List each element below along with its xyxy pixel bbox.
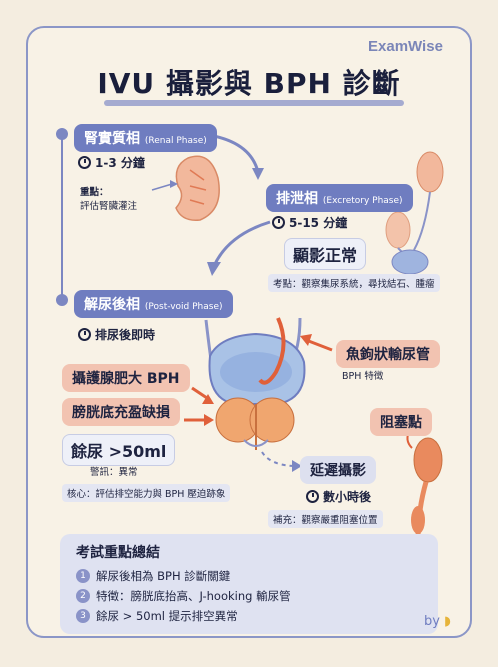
summary-item-3: 3 餘尿 > 50ml 提示排空異常 <box>76 608 238 624</box>
obstruction-point-label: 阻塞點 <box>370 408 432 436</box>
residual-alarm: 警訊：異常 <box>90 467 138 478</box>
bladder-defect-label: 膀胱底充盈缺損 <box>62 398 180 426</box>
renal-key-label: 重點： <box>80 187 109 198</box>
delayed-imaging-label: 延遲攝影 <box>300 456 376 484</box>
clock-icon <box>78 328 91 341</box>
renal-time-text: 1-3 分鐘 <box>95 156 145 170</box>
page-title: IVU 攝影與 BPH 診斷 <box>97 67 401 100</box>
renal-phase-label: 腎實質相 (Renal Phase) <box>74 124 217 152</box>
fishhook-note: BPH 特徵 <box>342 371 384 382</box>
renal-key-text: 評估腎臟灌注 <box>80 201 138 212</box>
signature-text: by <box>424 614 440 629</box>
obstructed-kidney-illustration <box>406 429 443 541</box>
summary-title: 考試重點總結 <box>76 545 160 561</box>
bladder-prostate-illustration <box>204 317 306 450</box>
renal-phase-title: 腎實質相 <box>84 131 140 147</box>
summary-panel: 考試重點總結 1 解尿後相為 BPH 診斷關鍵 2 特徵：膀胱底抬高、J-hoo… <box>60 534 438 634</box>
summary-item-text: 餘尿 > 50ml 提示排空異常 <box>96 609 238 623</box>
postvoid-time-text: 排尿後即時 <box>95 328 156 342</box>
excretory-phase-label: 排泄相 (Excretory Phase) <box>266 184 413 212</box>
renal-phase-en: (Renal Phase) <box>144 136 207 146</box>
postvoid-phase-label: 解尿後相 (Post-void Phase) <box>74 290 233 318</box>
fishhook-ureter-label: 魚鉤狀輸尿管 <box>336 340 440 368</box>
title-underline <box>104 100 404 106</box>
clock-icon <box>306 490 319 503</box>
postvoid-phase-en: (Post-void Phase) <box>144 302 223 312</box>
number-badge: 2 <box>76 589 90 603</box>
postvoid-time: 排尿後即時 <box>78 326 155 343</box>
residual-urine-label: 餘尿 >50ml <box>62 434 176 466</box>
timeline-dot-3 <box>56 294 68 306</box>
renal-time: 1-3 分鐘 <box>78 154 145 171</box>
arrow-excretory-to-postvoid <box>212 220 271 267</box>
excretory-time: 5-15 分鐘 <box>272 214 347 231</box>
excretory-phase-en: (Excretory Phase) <box>322 196 403 206</box>
summary-item-text: 解尿後相為 BPH 診斷關鍵 <box>96 569 231 583</box>
delayed-time: 數小時後 <box>306 488 371 505</box>
banana-icon: ◗ <box>444 614 451 629</box>
delayed-time-text: 數小時後 <box>323 490 372 504</box>
summary-item-text: 特徵：膀胱底抬高、J-hooking 輸尿管 <box>96 589 291 603</box>
clock-icon <box>78 156 91 169</box>
arrow-fishhook <box>305 338 333 352</box>
signature: by ◗ <box>424 614 451 629</box>
urinary-system-illustration <box>385 151 444 275</box>
excretory-key: 考點：觀察集尿系統，尋找結石、腫瘤 <box>268 274 440 292</box>
timeline-dot-1 <box>56 128 68 140</box>
arrow-delayed <box>261 451 295 467</box>
postvoid-core-note: 核心：評估排空能力與 BPH 壓迫跡象 <box>62 484 231 502</box>
excretory-phase-title: 排泄相 <box>276 191 318 207</box>
brand-logo: ExamWise <box>368 38 443 55</box>
excretory-result: 顯影正常 <box>284 238 367 270</box>
summary-item-1: 1 解尿後相為 BPH 診斷關鍵 <box>76 568 230 584</box>
postvoid-phase-title: 解尿後相 <box>84 297 140 313</box>
bph-label: 攝護腺肥大 BPH <box>62 364 190 392</box>
delayed-note: 補充：觀察嚴重阻塞位置 <box>268 510 383 528</box>
kidney-cross-section-illustration <box>151 155 220 221</box>
excretory-time-text: 5-15 分鐘 <box>289 216 348 230</box>
number-badge: 3 <box>76 609 90 623</box>
clock-icon <box>272 216 285 229</box>
number-badge: 1 <box>76 569 90 583</box>
summary-item-2: 2 特徵：膀胱底抬高、J-hooking 輸尿管 <box>76 588 291 604</box>
